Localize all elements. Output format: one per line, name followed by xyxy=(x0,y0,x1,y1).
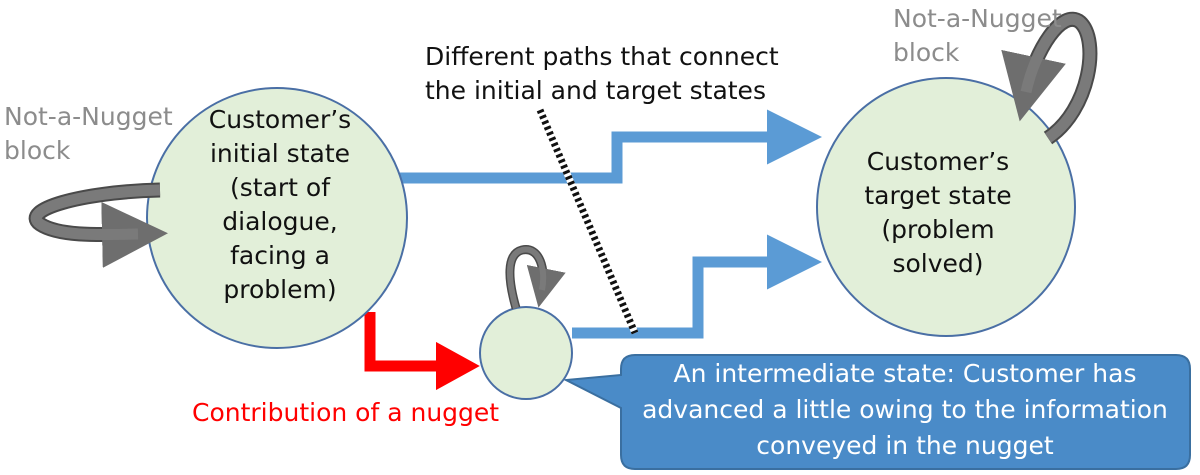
callout-text: An intermediate state: Customer has adva… xyxy=(622,356,1188,464)
paths-label: Different paths that connect the initial… xyxy=(425,40,779,108)
initial-line-4: dialogue, xyxy=(222,207,338,236)
callout-line-2: advanced a little owing to the informati… xyxy=(642,395,1168,424)
paths-label-line-1: Different paths that connect xyxy=(425,42,779,71)
path-direct xyxy=(400,109,822,184)
initial-line-3: (start of xyxy=(229,173,331,202)
target-line-3: (problem xyxy=(881,215,995,244)
nugget-contribution-label: Contribution of a nugget xyxy=(192,398,500,427)
callout-line-1: An intermediate state: Customer has xyxy=(673,359,1137,388)
initial-line-1: Customer’s xyxy=(208,105,352,134)
intermediate-self-loop-fill xyxy=(506,246,547,309)
not-nugget-left-line-1: Not-a-Nugget xyxy=(4,102,173,131)
right-self-loop-fill xyxy=(1020,14,1096,143)
not-nugget-label-right: Not-a-Nugget block xyxy=(893,2,1062,70)
not-nugget-right-line-1: Not-a-Nugget xyxy=(893,4,1062,33)
paths-label-line-2: the initial and target states xyxy=(425,76,766,105)
initial-state-label: Customer’s initial state (start of dialo… xyxy=(170,103,390,307)
callout-bubble xyxy=(562,354,1191,470)
target-line-1: Customer’s xyxy=(866,147,1010,176)
left-self-loop-fill xyxy=(30,184,161,241)
not-nugget-right-line-2: block xyxy=(893,38,960,67)
initial-line-6: problem) xyxy=(223,275,337,304)
target-line-2: target state xyxy=(864,181,1012,210)
target-state-circle xyxy=(816,77,1076,337)
not-nugget-label-left: Not-a-Nugget block xyxy=(4,100,173,168)
target-state-label: Customer’s target state (problem solved) xyxy=(828,145,1048,281)
nugget-arrow xyxy=(364,312,480,391)
intermediate-state-circle xyxy=(479,306,573,400)
initial-line-5: facing a xyxy=(230,241,330,270)
initial-line-2: initial state xyxy=(209,139,351,168)
callout-line-3: conveyed in the nugget xyxy=(756,431,1054,460)
not-nugget-left-line-2: block xyxy=(4,136,71,165)
target-line-4: solved) xyxy=(892,249,984,278)
paths-pointer-dots xyxy=(536,108,639,335)
